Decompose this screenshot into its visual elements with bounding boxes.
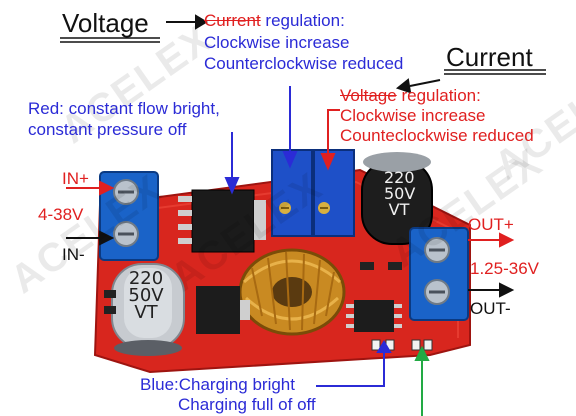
blue-led-line1: Blue:Charging bright	[140, 375, 295, 394]
cap-right-voltage: 50V	[384, 184, 416, 203]
cap-right-value: 220	[384, 168, 415, 187]
capacitor-right	[361, 152, 433, 245]
current-title: Current	[446, 42, 533, 72]
small-ic	[346, 300, 402, 332]
current-reg-rest: regulation:	[396, 86, 481, 105]
out-plus-label: OUT+	[468, 215, 514, 234]
input-terminal	[99, 171, 159, 261]
red-led-line1: Red: constant flow bright,	[28, 99, 220, 118]
current-reg-line3: Counteclockwise reduced	[340, 126, 534, 145]
potentiometer-current	[313, 149, 355, 237]
cap-right-marking: 220 50V VT	[384, 168, 416, 219]
output-terminal	[409, 227, 469, 321]
cap-left-voltage: 50V	[128, 285, 164, 306]
smd-diode	[196, 286, 250, 334]
title-underlines	[60, 37, 546, 75]
potentiometer-voltage	[271, 149, 313, 237]
cap-left-value: 220	[128, 268, 164, 289]
out-range-label: 1.25-36V	[470, 259, 539, 278]
annotation-arrows	[66, 14, 515, 416]
in-plus-label: IN+	[62, 169, 89, 188]
voltage-title: Voltage	[62, 8, 149, 38]
current-reg-line2: Clockwise increase	[340, 106, 486, 125]
voltage-reg-rest: regulation:	[260, 11, 345, 30]
in-minus-label: IN-	[62, 245, 85, 264]
voltage-reg-line2: Clockwise increase	[204, 33, 350, 52]
toroid-inductor	[238, 248, 346, 336]
capacitor-left	[111, 263, 185, 356]
red-led-line2: constant pressure off	[28, 120, 187, 139]
in-range-label: 4-38V	[38, 205, 84, 224]
current-reg-line1: Voltage regulation:	[340, 87, 481, 104]
cap-left-marking: 220 50V VT	[124, 268, 168, 323]
cap-left-brand: VT	[134, 302, 158, 323]
current-reg-struck: Voltage	[340, 86, 397, 105]
voltage-reg-line1: Current regulation:	[204, 12, 345, 29]
resistor-array	[104, 262, 402, 314]
cap-right-brand: VT	[388, 200, 410, 219]
voltage-reg-struck: Current	[204, 11, 261, 30]
voltage-reg-line3: Counterclockwise reduced	[204, 54, 404, 73]
ic-chip	[178, 189, 266, 253]
blue-led-line2: Charging full of off	[178, 395, 316, 414]
out-minus-label: OUT-	[470, 299, 511, 318]
